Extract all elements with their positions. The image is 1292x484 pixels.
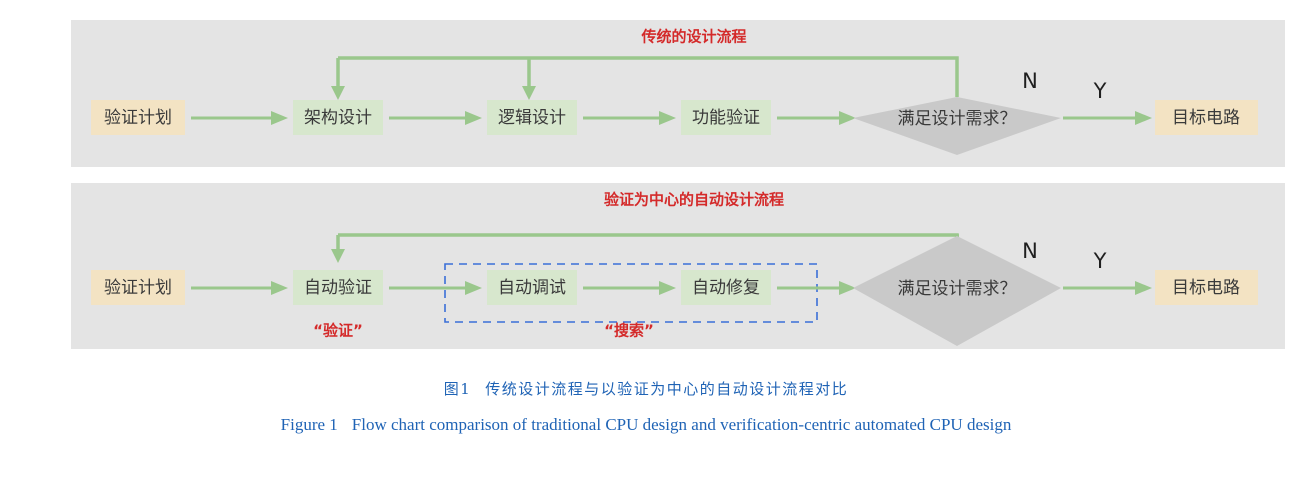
panel-automated: 验证为中心的自动设计流程 验证计划 <box>71 183 1285 349</box>
panel-automated-background <box>71 183 1285 349</box>
node-t-target <box>1155 100 1258 135</box>
panel-traditional: 传统的设计流程 验证计划 架构设计 <box>71 20 1285 167</box>
node-t-arch-label: 架构设计 <box>304 108 372 128</box>
branch-a-no-label: N <box>1022 239 1038 263</box>
node-t-arch <box>293 100 383 135</box>
node-a-target <box>1155 270 1258 305</box>
node-a-repair <box>681 270 771 305</box>
caption-english-text: Flow chart comparison of traditional CPU… <box>351 415 1012 434</box>
node-t-target-label: 目标电路 <box>1172 108 1240 128</box>
branch-t-yes-label: Y <box>1093 79 1107 103</box>
arrowhead-to-arch <box>331 86 345 100</box>
branch-a-yes-label: Y <box>1093 249 1107 273</box>
edge-a-plan-verify <box>191 281 288 295</box>
annotation-search: “搜索” <box>604 322 654 340</box>
edge-t-plan-arch <box>191 111 288 125</box>
edge-a-repair-dec <box>777 281 856 295</box>
panel-automated-title: 验证为中心的自动设计流程 <box>604 191 784 209</box>
panel-traditional-background <box>71 20 1285 167</box>
node-a-repair-label: 自动修复 <box>692 278 760 298</box>
arrowhead-to-logic <box>522 86 536 100</box>
node-t-verify <box>681 100 771 135</box>
edge-t-verify-dec <box>777 111 856 125</box>
annotation-verification: “验证” <box>313 322 363 340</box>
node-a-dec <box>853 236 1061 346</box>
node-a-dec-label: 满足设计需求？ <box>898 279 1017 299</box>
flowchart-svg: 传统的设计流程 验证计划 架构设计 <box>71 20 1285 349</box>
edge-a-dec-target <box>1063 281 1152 295</box>
node-a-debug-label: 自动调试 <box>498 278 566 298</box>
node-a-target-label: 目标电路 <box>1172 278 1240 298</box>
edge-t-arch-logic <box>389 111 482 125</box>
node-t-logic-label: 逻辑设计 <box>498 108 566 128</box>
node-t-logic <box>487 100 577 135</box>
caption-english-number: Figure 1 <box>280 415 338 434</box>
caption-chinese-number: 图1 <box>443 380 472 398</box>
node-a-plan-label: 验证计划 <box>104 278 172 298</box>
branch-t-no-label: N <box>1022 69 1038 93</box>
edge-t-dec-target <box>1063 111 1152 125</box>
edge-t-logic-verify <box>583 111 676 125</box>
edge-a-verify-debug <box>389 281 482 295</box>
node-t-plan-label: 验证计划 <box>104 108 172 128</box>
node-a-plan <box>91 270 185 305</box>
arrowhead-to-auto-verify <box>331 249 345 263</box>
node-t-dec-label: 满足设计需求？ <box>898 109 1017 129</box>
caption-chinese-text: 传统设计流程与以验证为中心的自动设计流程对比 <box>485 380 849 398</box>
dashed-search-group <box>444 263 818 323</box>
caption-chinese: 图1 传统设计流程与以验证为中心的自动设计流程对比 <box>0 378 1292 399</box>
automated-feedback-loop <box>331 233 959 263</box>
node-t-plan <box>91 100 185 135</box>
node-t-verify-label: 功能验证 <box>692 108 760 128</box>
node-a-verify-label: 自动验证 <box>304 278 372 298</box>
panel-traditional-title: 传统的设计流程 <box>640 28 746 46</box>
node-a-debug <box>487 270 577 305</box>
edge-a-debug-repair <box>583 281 676 295</box>
caption-english: Figure 1 Flow chart comparison of traditi… <box>0 415 1292 435</box>
node-t-dec <box>853 97 1061 155</box>
traditional-feedback-loop <box>331 56 959 100</box>
node-a-verify <box>293 270 383 305</box>
